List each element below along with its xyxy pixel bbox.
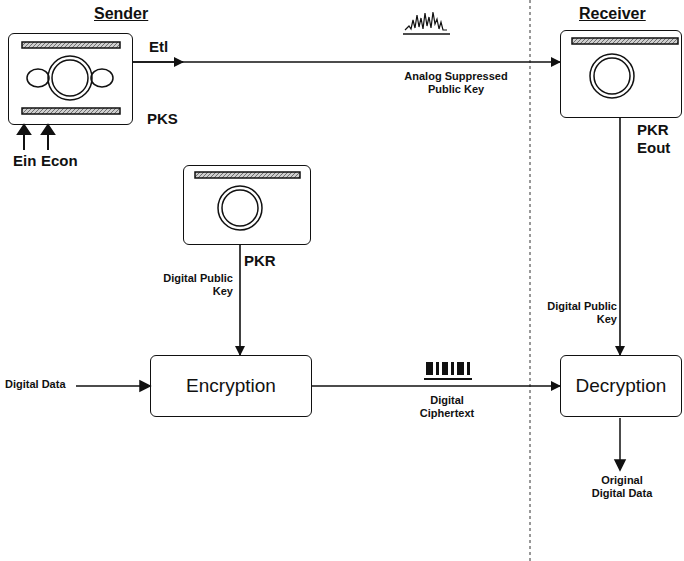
io-label: Original Digital Data: [582, 474, 662, 499]
edge-label: Digital Public Key: [150, 272, 234, 297]
section-heading: Sender: [93, 5, 149, 23]
ring-resonator: [22, 42, 120, 114]
box-name: Eout: [637, 139, 670, 156]
ring-resonator: [572, 38, 678, 98]
signal-name: Etl: [148, 38, 169, 55]
io-label: Digital Data: [4, 378, 67, 391]
edge-label: Analog Suppressed Public Key: [400, 70, 512, 95]
process-box: Encryption: [150, 355, 312, 417]
digital-barcode: [424, 362, 472, 380]
signal-name: Ein: [12, 152, 37, 169]
process-box: PKR: [183, 165, 311, 245]
box-name: PKR: [637, 121, 669, 138]
connector-arrow: [619, 118, 621, 355]
box-text: Decryption: [561, 356, 681, 416]
process-box: Decryption: [560, 355, 682, 417]
connector-arrow: [312, 385, 560, 387]
signal-name: Econ: [40, 152, 79, 169]
analog-waveform: [405, 12, 447, 30]
process-box: PKREout: [560, 30, 682, 118]
process-box: PKS: [8, 33, 133, 125]
ring-resonator: [195, 172, 300, 230]
connector-arrow: [239, 245, 241, 355]
edge-label: Digital Public Key: [540, 300, 618, 325]
box-name: PKS: [147, 110, 178, 127]
section-heading: Receiver: [578, 5, 647, 23]
edge-label: Digital Ciphertext: [410, 394, 484, 419]
connector-arrow: [133, 61, 183, 63]
connector-arrow: [133, 61, 560, 63]
waveform-base: [403, 33, 450, 35]
divider-line: [530, 0, 531, 561]
box-name: PKR: [244, 252, 276, 269]
data-arrow: [76, 381, 625, 470]
box-text: Encryption: [151, 356, 311, 416]
input-arrow: [18, 125, 54, 150]
